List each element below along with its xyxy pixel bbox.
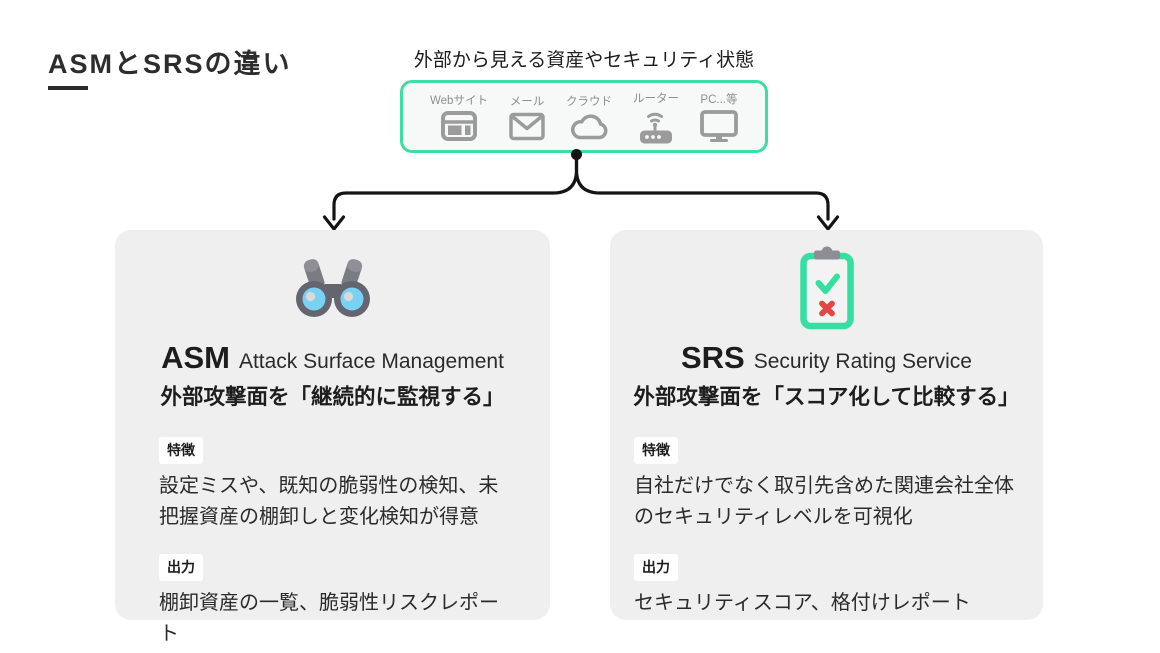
asm-output-badge: 出力 [159,554,203,581]
asset-label: メール [509,95,545,108]
external-assets-box: Webサイト メール クラウド [400,80,768,153]
srs-feature-text: 自社だけでなく取引先含めた関連会社全体のセキュリティレベルを可視化 [634,475,1014,528]
asset-item-cloud: クラウド [566,93,612,141]
srs-output-text: セキュリティスコア、格付けレポート [634,592,971,614]
title-underline [48,86,88,90]
asset-item-router: ルーター [633,90,679,144]
asset-label: Webサイト [430,95,488,107]
cloud-icon [569,112,609,141]
asset-item-mail: メール [509,93,545,141]
asset-item-website: Webサイト [430,92,488,141]
asm-full-name: Attack Surface Management [238,350,504,373]
asset-label: ルーター [632,92,679,105]
asm-feature-badge: 特徴 [159,437,203,464]
srs-card: SRS Security Rating Service 外部攻撃面を「スコア化し… [610,230,1043,620]
asm-feature-text: 設定ミスや、既知の脆弱性の検知、未把握資産の棚卸しと変化検知が得意 [159,475,499,528]
mail-icon [509,112,545,141]
source-label: 外部から見える資産やセキュリティ状態 [413,50,755,71]
asm-output-text: 棚卸資産の一覧、脆弱性リスクレポート [159,592,499,645]
asset-label: クラウド [565,95,612,108]
browser-icon [440,111,477,141]
asm-acronym: ASM [161,340,230,375]
clipboard-icon [610,240,1043,336]
page-title: ASMとSRSの違い [48,49,292,79]
binoculars-icon [115,240,550,336]
asm-tagline: 外部攻撃面を「継続的に監視する」 [160,385,505,409]
asset-label: PC...等 [700,94,738,106]
srs-tagline: 外部攻撃面を「スコア化して比較する」 [633,385,1020,409]
srs-output-badge: 出力 [634,554,678,581]
branch-junction-dot [571,149,582,160]
asset-item-pc: PC...等 [700,91,738,142]
monitor-icon [700,110,738,142]
asm-title: ASM Attack Surface Management [115,340,550,376]
srs-feature-badge: 特徴 [634,437,678,464]
srs-title: SRS Security Rating Service [610,340,1043,376]
srs-full-name: Security Rating Service [753,350,972,373]
srs-acronym: SRS [680,340,745,375]
router-icon [636,109,676,144]
asm-card: ASM Attack Surface Management 外部攻撃面を「継続的… [115,230,550,645]
